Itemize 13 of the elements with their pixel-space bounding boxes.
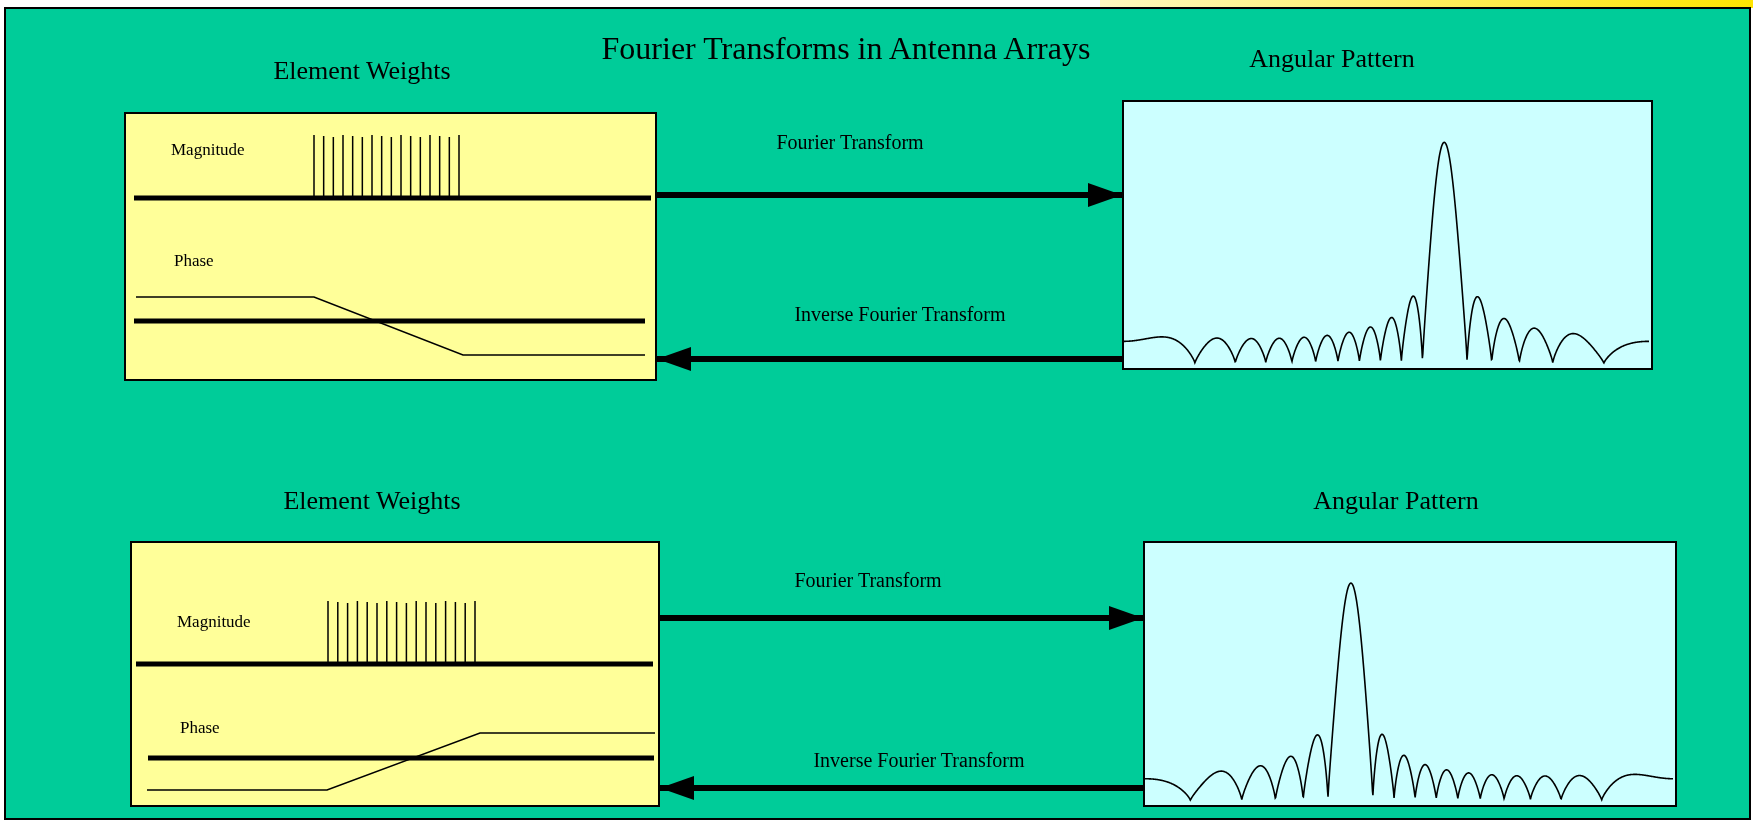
panel-heading: Angular Pattern [1249,44,1415,74]
panel-heading: Element Weights [283,486,461,516]
title: Fourier Transforms in Antenna Arrays [601,30,1091,67]
panel-heading: Element Weights [273,56,451,86]
arrow [657,183,1122,207]
arrow [657,347,1122,371]
plot-label: Magnitude [177,612,251,632]
panel-heading: Angular Pattern [1313,486,1479,516]
plot-label: Phase [174,251,214,271]
plot-label: Magnitude [171,140,245,160]
arrow [660,606,1143,630]
plot-label: Phase [180,718,220,738]
arrow [660,776,1143,800]
